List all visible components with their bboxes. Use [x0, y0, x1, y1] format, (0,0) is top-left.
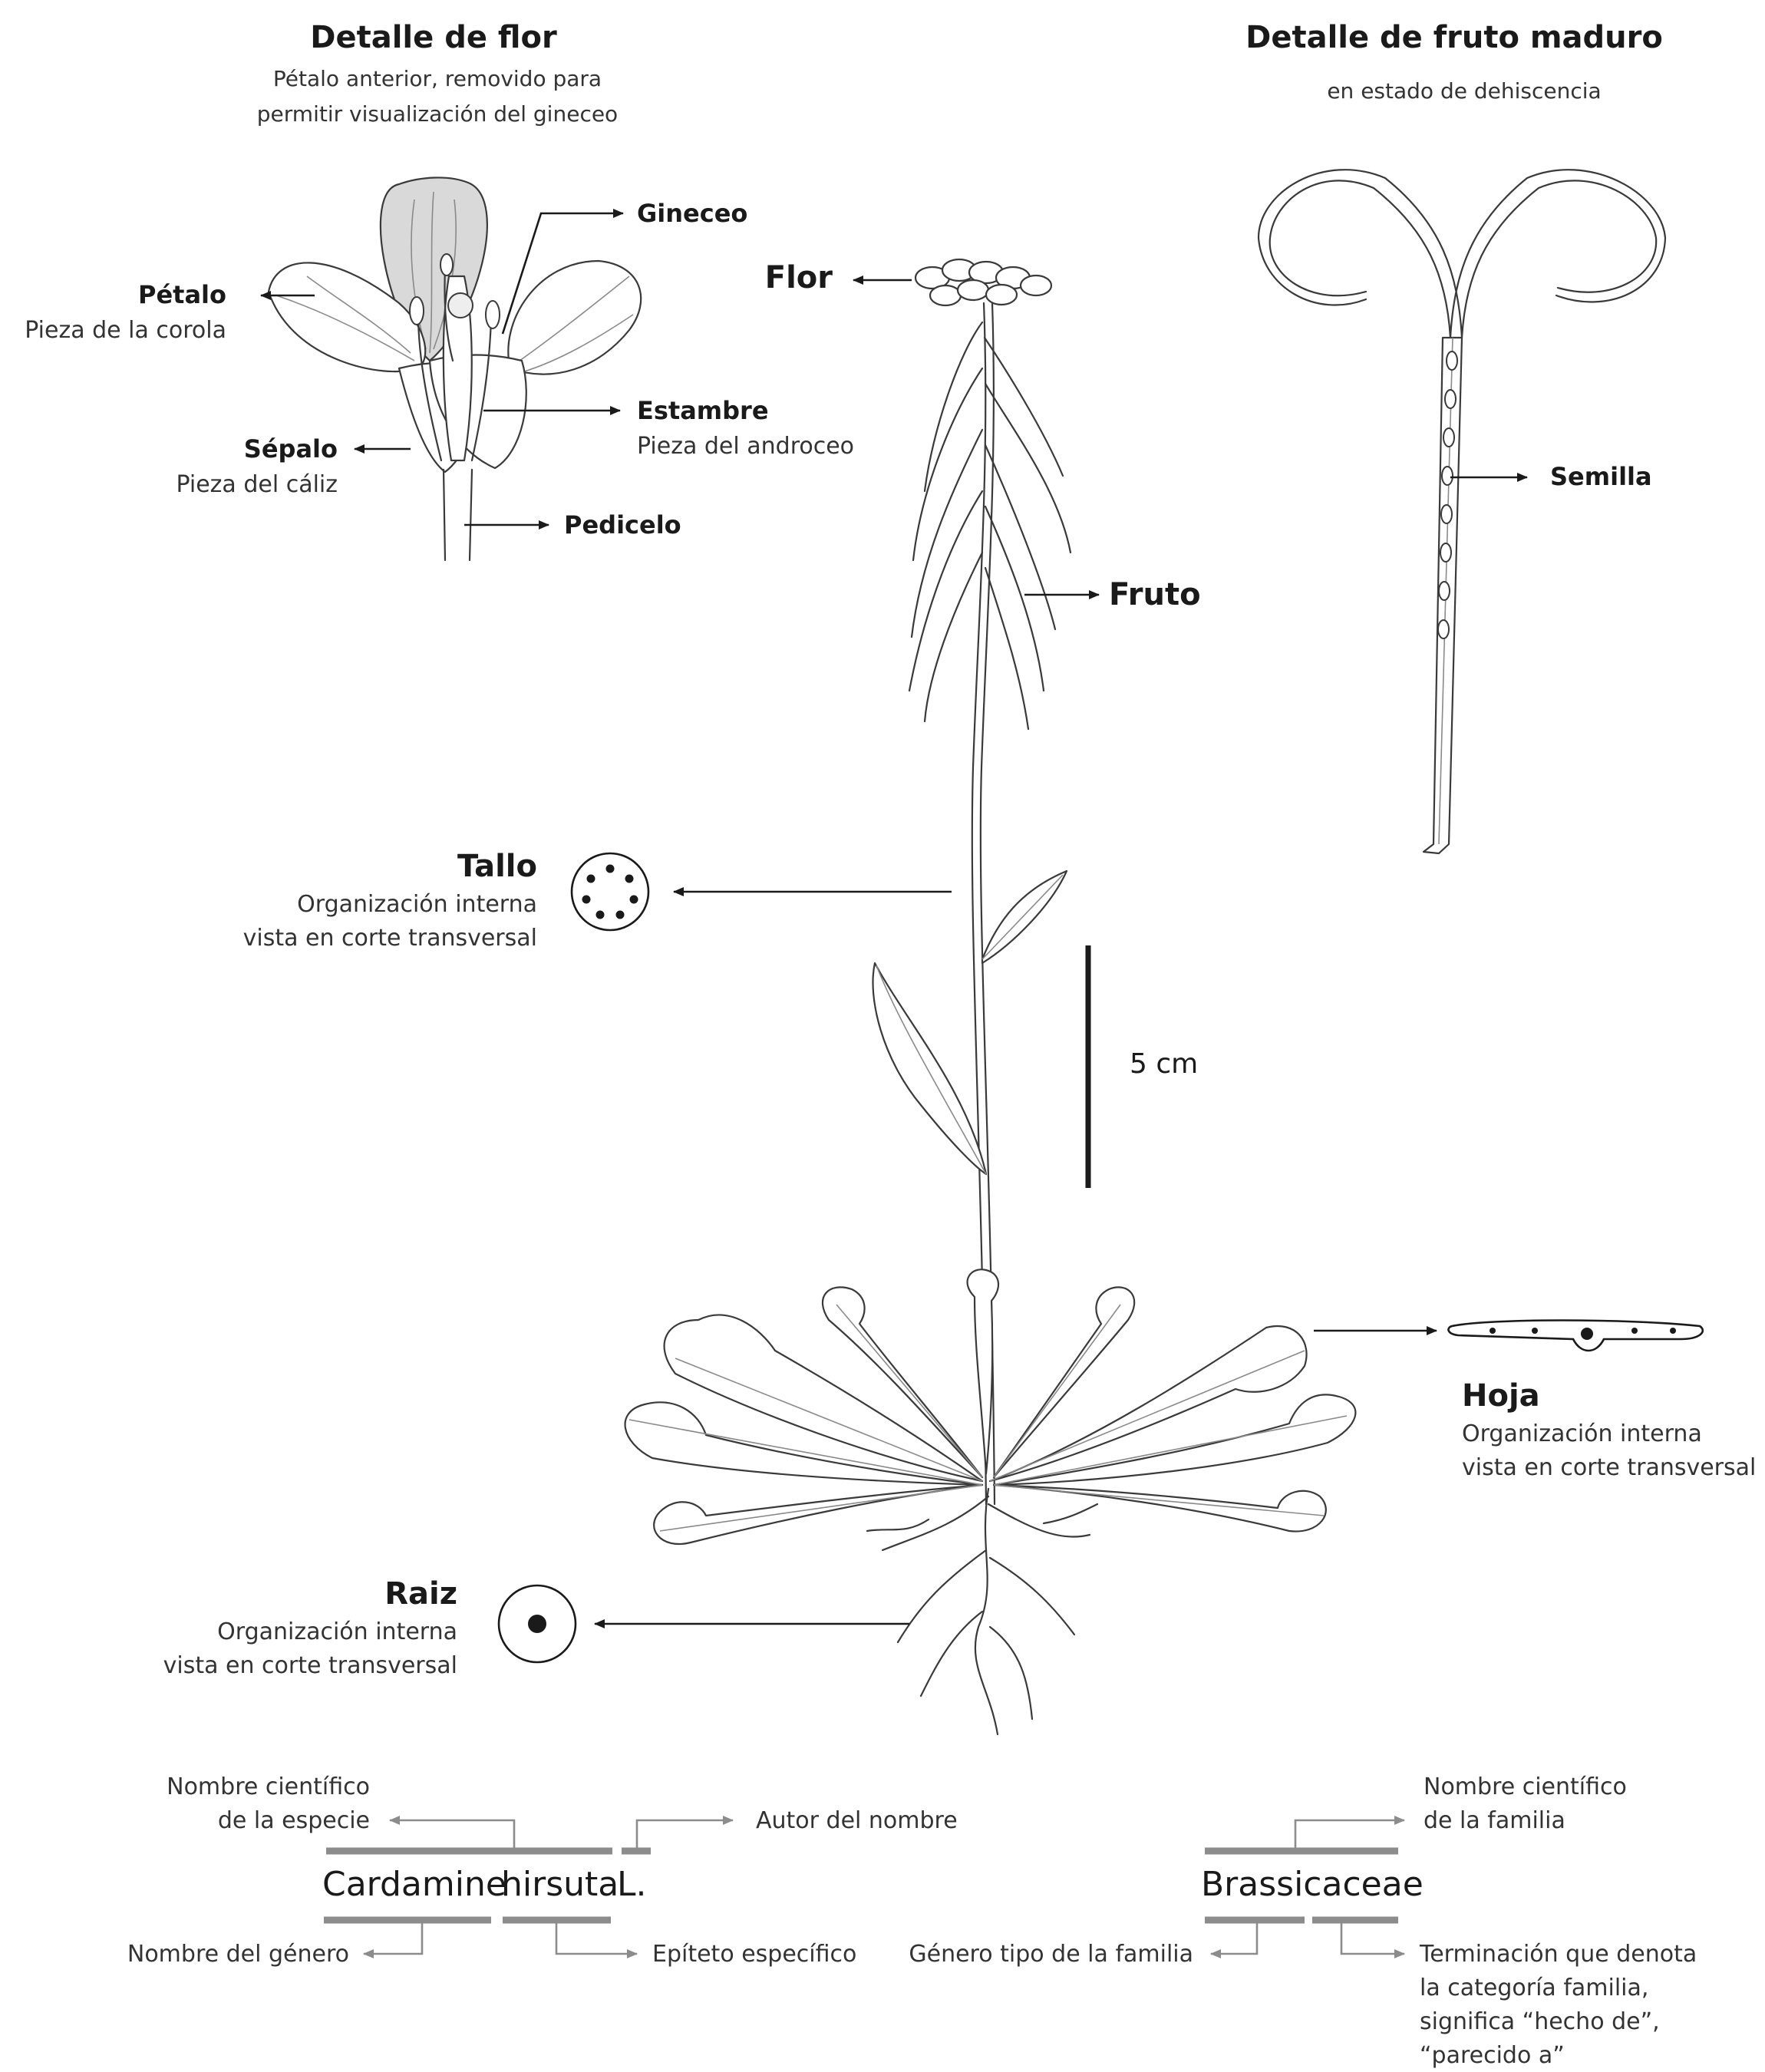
label-petalo-desc: Pieza de la corola [25, 317, 226, 344]
note-suffix-4: “parecido a” [1420, 2042, 1565, 2069]
fruit-detail-title: Detalle de fruto maduro [1245, 20, 1663, 55]
label-estambre-desc: Pieza del androceo [637, 433, 854, 460]
label-gineceo: Gineceo [637, 199, 747, 228]
flower-detail-subtitle-1: Pétalo anterior, removido para [273, 66, 602, 91]
note-species-1: Nombre científico [167, 1773, 370, 1800]
flower-detail-subtitle-2: permitir visualización del gineceo [257, 101, 618, 127]
note-species-2: de la especie [218, 1807, 370, 1834]
basal-rosette [624, 1269, 1357, 1545]
fruit-illustration [1257, 169, 1667, 855]
label-estambre: Estambre [637, 396, 769, 425]
plant-labels: Flor Fruto Tallo Organización interna vi… [163, 260, 1757, 1679]
note-family-1: Nombre científico [1424, 1773, 1627, 1800]
note-family-2: de la familia [1424, 1807, 1565, 1834]
label-hoja-desc-2: vista en corte transversal [1462, 1454, 1756, 1481]
note-suffix-1: Terminación que denota [1419, 1941, 1697, 1968]
note-suffix-2: la categoría familia, [1420, 1975, 1648, 2001]
flower-cluster [914, 258, 1053, 307]
species-name-annotation: Nombre científico de la especie Autor de… [127, 1773, 958, 1968]
note-type-genus: Género tipo de la familia [909, 1941, 1193, 1968]
plant-illustration [624, 258, 1357, 1736]
family-name-annotation: Nombre científico de la familia Brassica… [909, 1773, 1697, 2069]
label-raiz-desc-1: Organización interna [217, 1618, 457, 1645]
author-name: L. [617, 1865, 647, 1904]
leaf-cross-section [1447, 1319, 1704, 1352]
label-tallo-desc-1: Organización interna [297, 891, 537, 918]
note-epithet: Epíteto específico [652, 1941, 856, 1968]
genus-name: Cardamine [322, 1865, 506, 1904]
label-hoja: Hoja [1462, 1378, 1540, 1414]
label-tallo-desc-2: vista en corte transversal [243, 925, 537, 952]
label-semilla: Semilla [1550, 462, 1652, 491]
note-suffix-3: significa “hecho de”, [1420, 2008, 1660, 2035]
label-flor: Flor [765, 260, 833, 295]
family-name: Brassicaceae [1201, 1865, 1424, 1904]
label-raiz-desc-2: vista en corte transversal [163, 1652, 457, 1679]
fruit-detail: Detalle de fruto maduro en estado de deh… [1245, 20, 1667, 855]
label-fruto: Fruto [1109, 577, 1201, 612]
label-hoja-desc-1: Organización interna [1462, 1420, 1702, 1447]
label-pedicelo: Pedicelo [564, 510, 681, 539]
note-genus: Nombre del género [127, 1941, 349, 1968]
fruit-detail-subtitle: en estado de dehiscencia [1327, 78, 1601, 104]
roots [866, 1487, 1099, 1736]
root-cross-section [497, 1584, 577, 1664]
scale-label: 5 cm [1130, 1048, 1198, 1080]
epithet-name: hirsuta [501, 1865, 619, 1904]
stem-cross-section [570, 852, 650, 932]
note-author: Autor del nombre [756, 1807, 958, 1834]
siliques [908, 321, 1072, 731]
label-sepalo-desc: Pieza del cáliz [176, 471, 338, 498]
label-petalo: Pétalo [138, 280, 226, 309]
label-tallo: Tallo [457, 849, 537, 884]
seed-row [1437, 351, 1458, 639]
label-sepalo: Sépalo [244, 434, 338, 464]
flower-detail: Detalle de flor Pétalo anterior, removid… [25, 20, 854, 562]
flower-detail-title: Detalle de flor [310, 20, 557, 55]
label-raiz: Raiz [384, 1576, 457, 1612]
flower-illustration [267, 177, 642, 562]
